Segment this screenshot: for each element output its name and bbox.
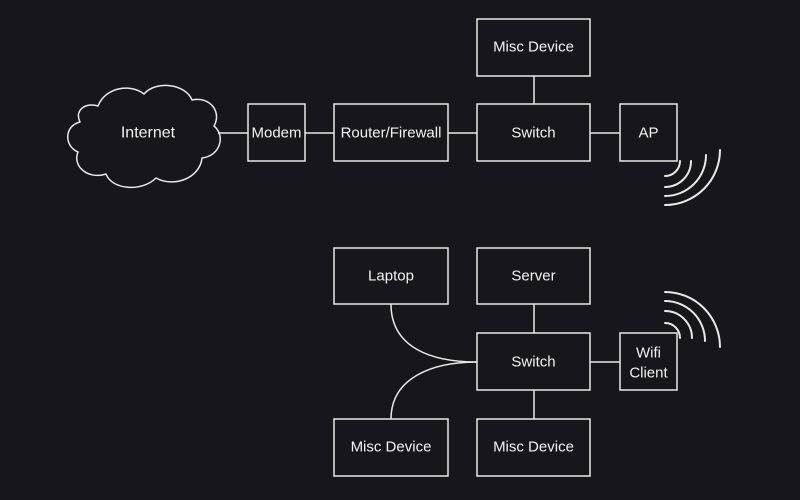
top-misc-device-node: Misc Device [476, 18, 591, 77]
top-switch-label: Switch [511, 125, 555, 142]
wifi-client-label-line1: Wifi [636, 345, 661, 362]
top-misc-device-box [476, 18, 591, 77]
ap-label: AP [638, 125, 658, 142]
laptop-label: Laptop [368, 268, 414, 285]
top-switch-box [476, 103, 591, 162]
server-label: Server [511, 268, 555, 285]
link-laptop-switch [390, 303, 478, 363]
bottom-switch-box [476, 332, 591, 391]
ap-box [619, 103, 678, 162]
ap-wifi-signal-icon [664, 149, 721, 206]
bottom-misc-device-left-label: Misc Device [351, 439, 432, 456]
bottom-misc-device-left-box [333, 418, 449, 477]
bottom-misc-device-right-box [476, 418, 591, 477]
router-firewall-label: Router/Firewall [341, 125, 442, 142]
router-firewall-node: Router/Firewall [333, 103, 449, 162]
bottom-switch-node: Switch [476, 332, 591, 391]
modem-label: Modem [251, 125, 301, 142]
modem-box [247, 103, 306, 162]
bottom-misc-device-right-node: Misc Device [476, 418, 591, 477]
wifi-client-node: Wifi Client [619, 332, 678, 391]
laptop-box [333, 247, 449, 305]
server-node: Server [476, 247, 591, 305]
modem-node: Modem [247, 103, 306, 162]
laptop-node: Laptop [333, 247, 449, 305]
top-switch-node: Switch [476, 103, 591, 162]
client-wave-2 [664, 310, 693, 339]
bottom-switch-label: Switch [511, 354, 555, 371]
client-wave-3 [664, 300, 706, 342]
wifi-client-box [619, 332, 678, 391]
cloud-icon [67, 84, 221, 189]
internet-cloud: Internet [67, 84, 221, 189]
bottom-misc-device-left-node: Misc Device [333, 418, 449, 477]
top-misc-device-label: Misc Device [493, 39, 574, 56]
ap-wave-3 [664, 154, 707, 197]
ap-wave-2 [664, 160, 692, 188]
ap-wave-4 [664, 149, 721, 206]
client-wave-1 [664, 322, 681, 339]
bottom-misc-device-right-label: Misc Device [493, 439, 574, 456]
ap-wave-1 [664, 160, 681, 177]
link-misc-device-left-switch [390, 361, 478, 420]
internet-label: Internet [121, 125, 176, 142]
client-wifi-signal-icon [664, 291, 721, 348]
client-wave-4 [664, 291, 721, 348]
wifi-client-label-line2: Client [629, 365, 668, 382]
router-firewall-box [333, 103, 449, 162]
ap-node: AP [619, 103, 678, 162]
server-box [476, 247, 591, 305]
